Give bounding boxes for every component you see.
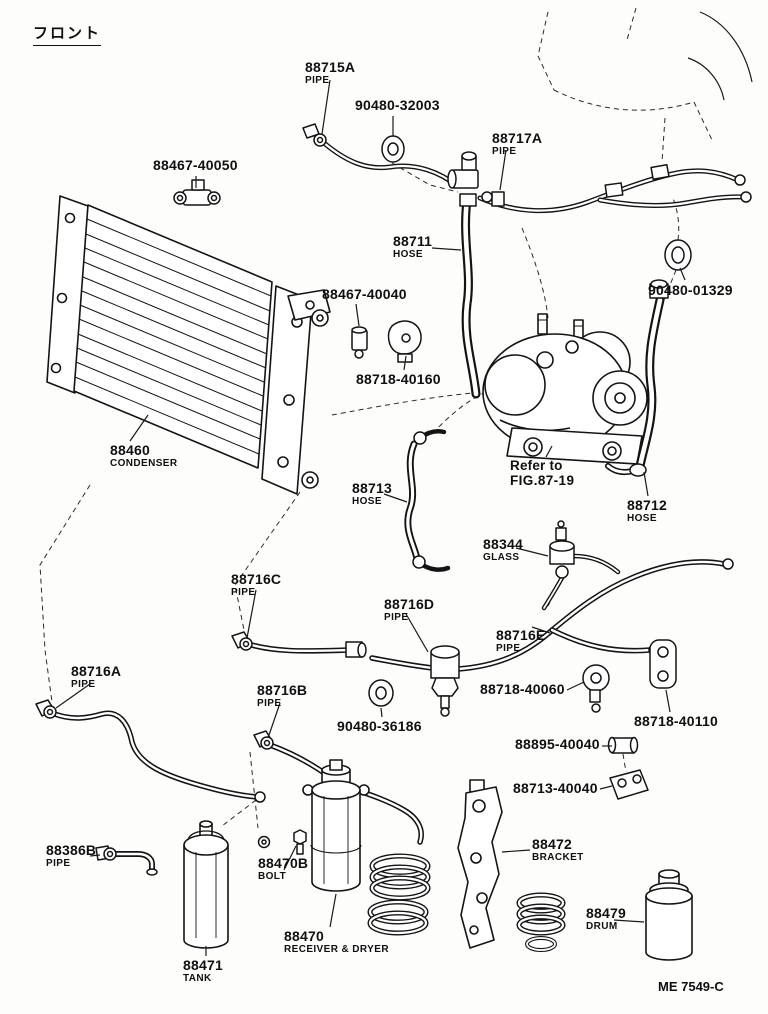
part-label-88479: 88479 DRUM [586, 905, 626, 932]
assembly-dashed-lines [39, 7, 713, 829]
part-label-88471: 88471 TANK [183, 957, 223, 984]
part-label-88713: 88713 HOSE [352, 480, 392, 507]
part-label-90480-32003: 90480-32003 [355, 97, 440, 113]
condenser-drawing [46, 195, 331, 495]
part-label-88344: 88344 GLASS [483, 536, 523, 563]
part-label-88467-40040: 88467-40040 [322, 286, 407, 302]
vehicle-body-outline [687, 11, 753, 101]
leader-lines [55, 79, 686, 956]
part-label-88718-40110: 88718-40110 [634, 713, 718, 729]
part-label-88711: 88711 HOSE [393, 233, 433, 260]
part-label-88716b: 88716B PIPE [257, 682, 308, 709]
part-label-88386b: 88386B PIPE [46, 842, 97, 869]
bracket-drawing [457, 779, 503, 949]
part-label-88718-40160: 88718-40160 [356, 371, 441, 387]
part-label-90480-36186: 90480-36186 [337, 718, 422, 734]
part-label-88460: 88460 CONDENSER [110, 442, 178, 469]
part-label-88472: 88472 BRACKET [532, 836, 584, 863]
part-label-88718-40060: 88718-40060 [480, 681, 565, 697]
part-label-88467-40050: 88467-40050 [153, 157, 238, 173]
receiver-dryer-drawing [302, 759, 370, 892]
part-label-88715a: 88715A PIPE [305, 59, 356, 86]
front-orientation-label: フロント [33, 22, 102, 46]
part-label-88716c: 88716C PIPE [231, 571, 282, 598]
part-label-88713-40040: 88713-40040 [513, 780, 598, 796]
part-label-88895-40040: 88895-40040 [515, 736, 600, 752]
part-label-88470b: 88470B BOLT [258, 855, 309, 882]
part-label-88716a: 88716A PIPE [71, 663, 122, 690]
compressor-drawing [482, 313, 648, 465]
drum-drawing [645, 869, 693, 961]
part-label-88712: 88712 HOSE [627, 497, 667, 524]
part-label-90480-01329: 90480-01329 [648, 282, 733, 298]
coiled-hoses-drawing [367, 853, 566, 952]
fittings-drawing [35, 123, 752, 876]
document-code: ME 7549-C [658, 979, 724, 994]
refer-to-fig-note: Refer to FIG.87-19 [510, 458, 575, 489]
tank-drawing [183, 820, 229, 949]
part-label-88470: 88470 RECEIVER & DRYER [284, 928, 389, 955]
part-label-88716d: 88716D PIPE [384, 596, 435, 623]
part-label-88717a: 88717A PIPE [492, 130, 543, 157]
part-label-88716e: 88716E PIPE [496, 627, 546, 654]
